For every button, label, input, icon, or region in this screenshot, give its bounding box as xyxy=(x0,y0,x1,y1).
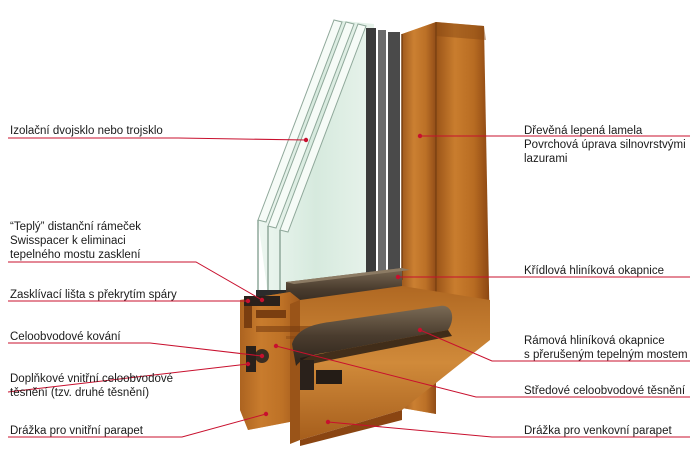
label-insulating-glass: Izolační dvojsklo nebo trojsklo xyxy=(10,125,163,137)
leader-wood-lamella-dot xyxy=(417,133,423,139)
label-wood-lamella: Dřevěná lepená lamela Povrchová úprava s… xyxy=(524,125,686,165)
leader-frame-drip xyxy=(419,329,690,362)
leader-inner-sill-groove xyxy=(8,413,267,438)
glass-panes xyxy=(256,19,400,296)
label-inner-seal: Doplňkové vnitřní celoobvodové těsnění (… xyxy=(10,373,174,399)
leader-inner-sill-groove-dot xyxy=(263,411,269,417)
label-glazing-bead: Zasklívací lišta s překrytím spáry xyxy=(10,289,177,301)
leader-center-seal xyxy=(275,345,690,398)
leader-warm-spacer-dot xyxy=(259,297,265,303)
leader-inner-seal xyxy=(7,363,249,393)
leader-outer-sill-groove xyxy=(327,421,690,438)
label-frame-drip: Rámová hliníková okapnice s přerušeným t… xyxy=(524,335,688,361)
leader-hardware-dot xyxy=(259,353,265,359)
label-outer-sill-groove: Drážka pro venkovní parapet xyxy=(524,425,672,437)
leader-glazing-bead-dot xyxy=(245,298,251,304)
leader-lines xyxy=(7,133,690,438)
label-inner-sill-groove: Drážka pro vnitřní parapet xyxy=(10,425,143,437)
leader-hardware xyxy=(8,342,263,357)
label-warm-spacer: “Teplý” distanční rámeček Swisspacer k e… xyxy=(10,221,142,261)
leader-warm-spacer xyxy=(8,261,263,301)
leader-sash-drip-dot xyxy=(395,274,401,280)
frame-drip xyxy=(292,305,453,390)
leader-insulating-glass-dot xyxy=(303,137,309,143)
label-hardware: Celoobvodové kování xyxy=(10,331,121,343)
leader-outer-sill-groove-dot xyxy=(325,419,331,425)
label-center-seal: Středové celoobvodové těsnění xyxy=(524,385,686,397)
leader-inner-seal-dot xyxy=(245,361,251,367)
bottom-frame xyxy=(256,286,490,446)
leader-insulating-glass xyxy=(8,137,307,141)
leader-frame-drip-dot xyxy=(417,327,423,333)
label-sash-drip: Křídlová hliníková okapnice xyxy=(524,265,664,277)
leader-center-seal-dot xyxy=(273,343,279,349)
